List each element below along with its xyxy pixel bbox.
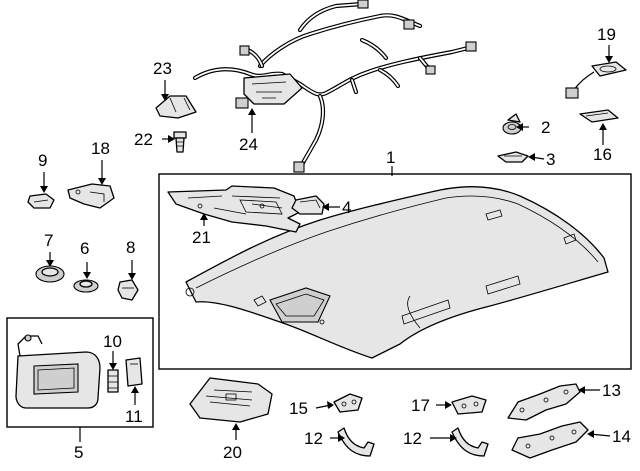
overhead-console	[189, 377, 273, 423]
grab-handle-left	[337, 427, 375, 457]
callout-21: 21	[192, 228, 211, 247]
callout-17: 17	[411, 396, 430, 415]
cover-17	[451, 395, 487, 415]
ring-7	[35, 265, 65, 283]
sun-visor	[15, 334, 101, 409]
callout-3: 3	[546, 150, 556, 169]
clip-9	[27, 193, 55, 209]
bracket-13	[507, 383, 581, 421]
clip-8	[117, 279, 139, 301]
callout-5: 5	[74, 443, 84, 462]
dome-lamp-16	[579, 109, 619, 123]
leader-lines	[40, 45, 613, 442]
callout-1: 1	[386, 148, 396, 167]
headliner-frame	[167, 185, 301, 233]
callout-22: 22	[134, 130, 153, 149]
clip-2	[502, 113, 522, 135]
screw-22	[173, 131, 187, 153]
clip-3	[497, 151, 529, 163]
bracket-14	[511, 421, 589, 459]
callout-24: 24	[239, 135, 258, 154]
callout-4: 4	[342, 198, 352, 217]
callout-14: 14	[612, 427, 631, 446]
retainer-11	[125, 357, 143, 387]
callout-8: 8	[126, 238, 136, 257]
callout-16: 16	[593, 145, 612, 164]
callout-18: 18	[91, 139, 110, 158]
callout-13: 13	[602, 381, 621, 400]
lamp-assembly-19	[565, 61, 627, 99]
callout-7: 7	[44, 231, 54, 250]
wiring-harness	[192, 0, 477, 173]
pin-10	[107, 369, 119, 393]
callout-9: 9	[38, 151, 48, 170]
headliner-group-frame	[158, 173, 632, 370]
headliner-panel	[185, 185, 609, 359]
callout-20: 20	[223, 443, 242, 462]
bracket-4	[291, 195, 325, 215]
callout-6: 6	[80, 239, 90, 258]
callout-19: 19	[597, 25, 616, 44]
callout-15: 15	[289, 399, 308, 418]
cap-6	[73, 279, 99, 293]
callout-12a: 12	[304, 429, 323, 448]
bracket-18	[67, 183, 115, 209]
callout-23: 23	[153, 59, 172, 78]
bracket-23	[155, 95, 197, 119]
grab-handle-right	[451, 427, 489, 457]
callout-11: 11	[125, 407, 143, 426]
callout-2: 2	[541, 118, 551, 137]
callout-12b: 12	[403, 429, 422, 448]
cover-15	[333, 393, 363, 413]
callout-10: 10	[103, 332, 122, 351]
